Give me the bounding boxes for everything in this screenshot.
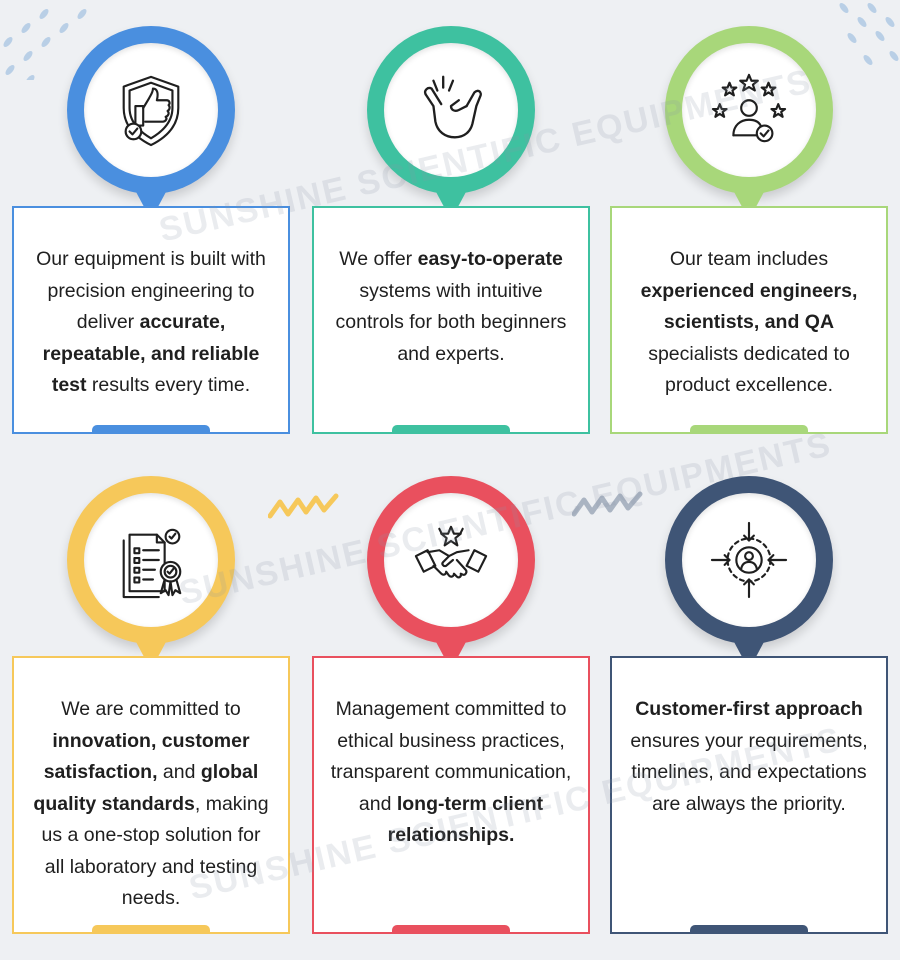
card-icon-circle [84,493,218,627]
card-text-emphasis: global quality standards [33,761,259,815]
card-text-segment: results every time. [86,374,251,396]
card-text-segment: We are committed to [61,698,241,720]
card-body: Customer-first approach ensures your req… [610,656,888,934]
card-text-segment: systems with intuitive controls for both… [335,279,567,365]
decorative-dots [839,3,899,65]
card-body: Management committed to ethical business… [312,656,590,934]
card-text: Management committed to ethical business… [314,658,588,852]
card-badge [67,476,235,644]
card-body: Our equipment is built with precision en… [12,206,290,434]
card-accent-bar [690,425,808,434]
card-badge [367,26,535,194]
card-body: We are committed to innovation, customer… [12,656,290,934]
card-badge [367,476,535,644]
card-text: Customer-first approach ensures your req… [612,658,886,820]
card-text-emphasis: experienced engineers, scientists, and Q… [640,279,858,334]
card-badge [665,476,833,644]
decorative-squiggle [572,491,643,517]
card-text: Our equipment is built with precision en… [14,208,288,402]
card-text-emphasis: Customer-first approach [635,698,863,720]
card-text-segment: , making us a one-stop solution for all … [41,792,269,910]
card-body: We offer easy-to-operate systems with in… [312,206,590,434]
card-text: Our team includes experienced engineers,… [612,208,886,402]
card-text-segment: Our team includes [669,248,829,270]
snap-fingers-icon [424,75,482,139]
card-text-emphasis: long-term client relationships. [387,792,544,847]
card-accent-bar [392,425,510,434]
card-text-emphasis: innovation, customer satisfaction, [43,729,250,784]
card-text: We are committed to innovation, customer… [14,658,288,915]
card-accent-bar [92,425,210,434]
card-icon-circle [384,43,518,177]
card-accent-bar [690,925,808,934]
card-text-emphasis: accurate, repeatable, and reliable test [42,311,260,396]
card-badge [67,26,235,194]
certified-documents-icon [122,528,182,599]
expert-stars-icon [711,73,787,143]
card-icon-circle [384,493,518,627]
handshake-star-icon [414,525,488,579]
card-text-segment: Management committed to ethical business… [330,698,572,815]
decorative-squiggle [268,493,339,519]
card-text-segment: ensures your requirements, timelines, an… [630,729,868,815]
card-text: We offer easy-to-operate systems with in… [314,208,588,370]
card-icon-circle [682,493,816,627]
card-accent-bar [92,925,210,934]
card-text-segment: and [157,761,201,783]
card-body: Our team includes experienced engineers,… [610,206,888,434]
card-icon-circle [682,43,816,177]
customer-target-icon [710,521,788,599]
card-icon-circle [84,43,218,177]
shield-thumbs-up-icon [122,75,180,147]
card-accent-bar [392,925,510,934]
card-badge [665,26,833,194]
card-text-emphasis: easy-to-operate [417,248,563,270]
decorative-dots [3,9,87,80]
card-text-segment: Our equipment is built with precision en… [36,248,266,333]
card-text-segment: specialists dedicated to product excelle… [648,342,850,397]
card-text-segment: We offer [339,248,418,270]
